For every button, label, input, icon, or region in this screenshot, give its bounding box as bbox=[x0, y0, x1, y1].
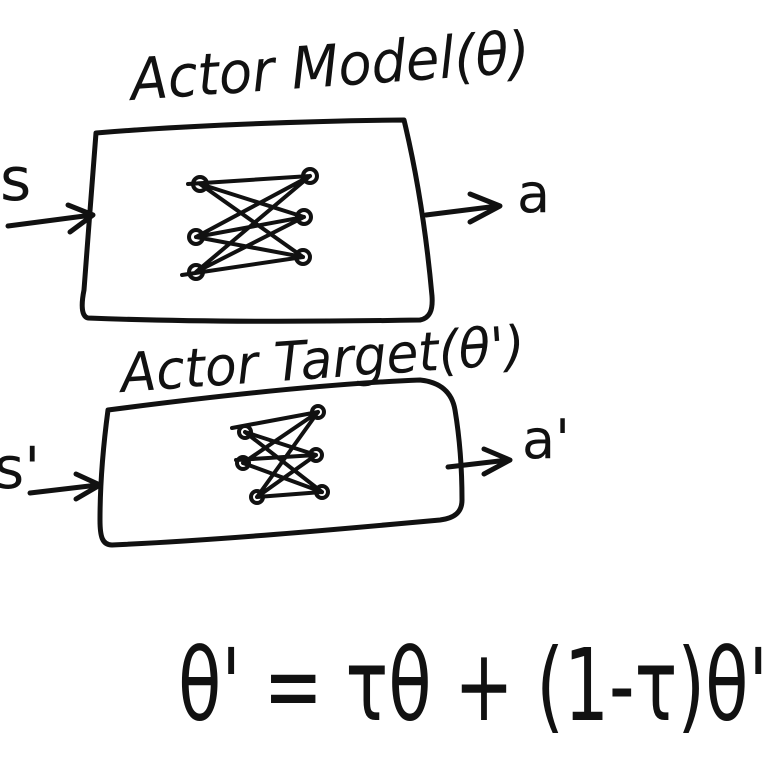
actor-target-block: Actor Target(θ') s' a' bbox=[0, 314, 570, 548]
actor-model-input-arrow bbox=[5, 202, 96, 235]
soft-update-equation: θ' = τθ + (1-τ)θ' bbox=[178, 627, 768, 744]
actor-target-output-arrow bbox=[445, 446, 513, 477]
actor-target-box bbox=[97, 377, 465, 548]
actor-target-output-label: a' bbox=[522, 408, 570, 471]
actor-model-input-label: s bbox=[0, 145, 31, 215]
actor-target-input-arrow bbox=[27, 471, 103, 502]
actor-model-output-label: a bbox=[517, 162, 550, 225]
actor-model-title: Actor Model(θ) bbox=[124, 18, 532, 114]
actor-model-output-arrow bbox=[423, 191, 503, 225]
actor-target-title: Actor Target(θ') bbox=[116, 314, 527, 405]
actor-model-block: Actor Model(θ) s a bbox=[0, 18, 550, 324]
actor-model-network-icon bbox=[180, 167, 319, 281]
actor-model-box bbox=[79, 117, 435, 324]
actor-target-network-icon bbox=[230, 404, 330, 505]
